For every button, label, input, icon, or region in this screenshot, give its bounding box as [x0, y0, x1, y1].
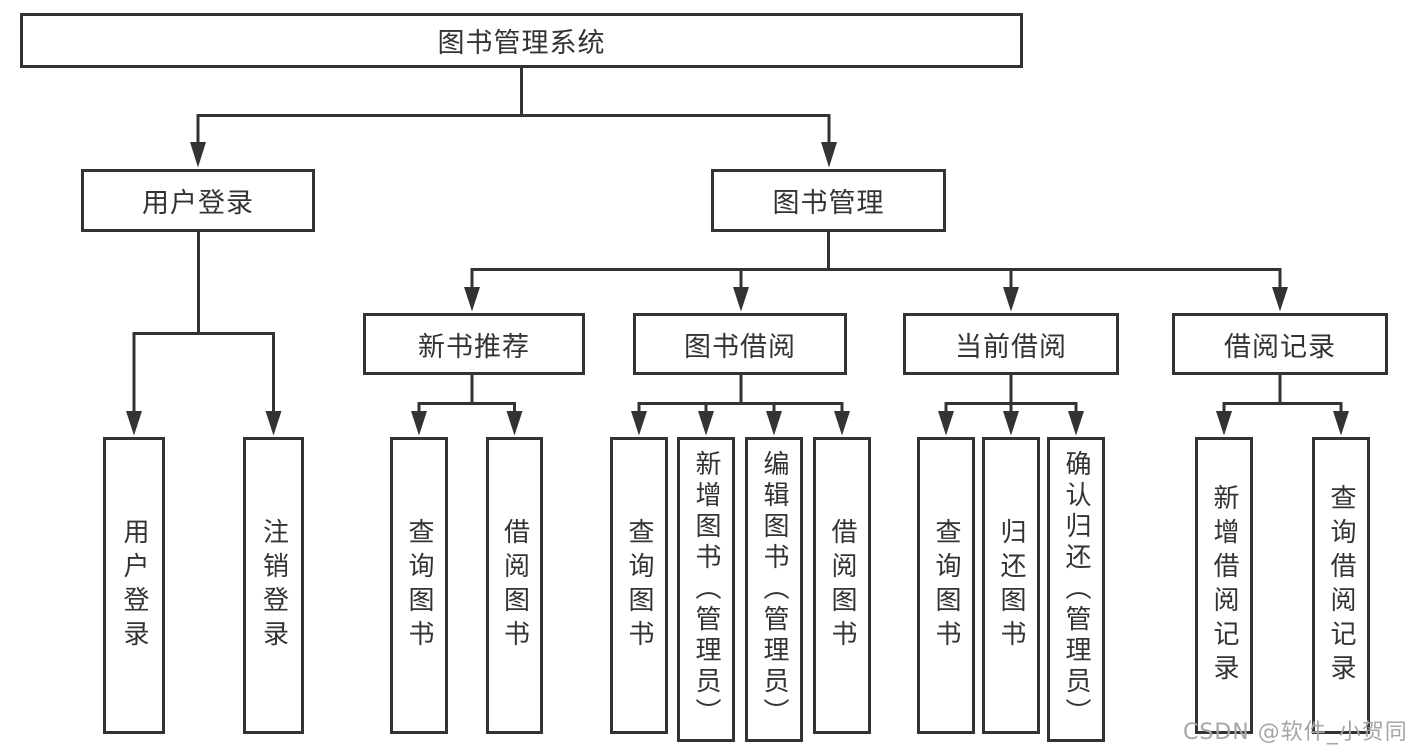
node-borrow-records: 借阅记录 [1172, 313, 1388, 375]
leaf-user-login: 用户登录 [103, 437, 165, 734]
leaf-recommend-borrow-book: 借阅图书 [486, 437, 543, 734]
arrowheads [126, 142, 1349, 436]
node-user-login: 用户登录 [81, 169, 315, 232]
node-new-book-recommend: 新书推荐 [363, 313, 585, 375]
node-book-management: 图书管理 [711, 169, 946, 232]
leaf-current-query-book: 查询图书 [917, 437, 975, 734]
node-current-borrowing: 当前借阅 [903, 313, 1119, 375]
leaf-borrow-borrow-book: 借阅图书 [813, 437, 871, 734]
leaf-records-query-record: 查询借阅记录 [1312, 437, 1370, 734]
leaf-logout: 注销登录 [243, 437, 304, 734]
leaf-borrow-edit-book: 编辑图书（管理员） [745, 437, 803, 742]
leaf-borrow-add-book: 新增图书（管理员） [677, 437, 735, 742]
leaf-current-confirm-return: 确认归还（管理员） [1047, 437, 1105, 742]
leaf-borrow-query-book: 查询图书 [610, 437, 668, 734]
leaf-recommend-query-book: 查询图书 [390, 437, 448, 734]
leaf-current-return-book: 归还图书 [982, 437, 1040, 734]
watermark: CSDN @软件_小贺同学 [1183, 720, 1405, 745]
node-root: 图书管理系统 [20, 13, 1023, 68]
leaf-records-add-record: 新增借阅记录 [1195, 437, 1253, 734]
node-book-borrowing: 图书借阅 [633, 313, 847, 375]
